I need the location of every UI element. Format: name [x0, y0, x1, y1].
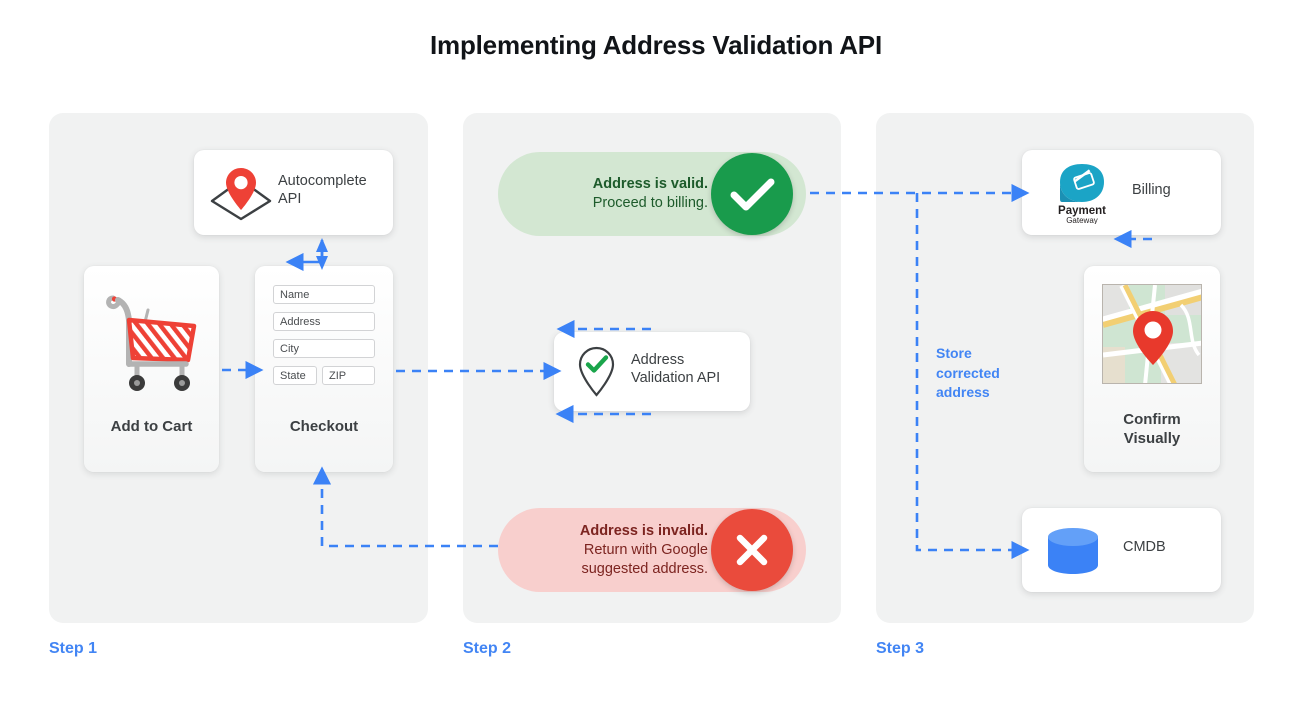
add-to-cart-caption: Add to Cart — [110, 418, 193, 435]
shopping-cart-icon — [104, 286, 200, 396]
billing-card[interactable]: Payment Gateway Billing — [1022, 150, 1221, 235]
autocomplete-api-label: Autocomplete API — [278, 172, 384, 208]
payment-gateway-wordmark-line1: Payment — [1058, 205, 1106, 217]
map-thumbnail-icon — [1102, 284, 1202, 384]
payment-gateway-wordmark-line2: Gateway — [1066, 216, 1098, 224]
database-icon — [1042, 526, 1108, 576]
check-icon — [730, 178, 775, 211]
payment-gateway-icon: Payment Gateway — [1040, 162, 1124, 225]
close-icon — [736, 534, 768, 566]
invalid-close-badge — [711, 509, 793, 591]
step-2-label: Step 2 — [463, 640, 512, 657]
address-valid-detail: Proceed to billing. — [592, 195, 708, 211]
address-validation-api-card[interactable]: Address Validation API — [554, 332, 750, 411]
store-note-line1: Store — [936, 345, 972, 361]
confirm-visually-card[interactable]: Confirm Visually — [1084, 266, 1220, 472]
address-valid-text: Address is valid. Proceed to billing. — [516, 175, 708, 213]
address-validation-api-label-line2: Validation API — [631, 370, 721, 386]
autocomplete-api-label-line1: Autocomplete — [278, 173, 367, 189]
zip-field[interactable]: ZIP — [322, 366, 375, 385]
address-valid-headline: Address is valid. — [592, 176, 708, 192]
step-1-label: Step 1 — [49, 640, 98, 657]
confirm-visually-caption-line1: Confirm — [1123, 411, 1181, 428]
city-field[interactable]: City — [273, 339, 375, 358]
store-note-line3: address — [936, 384, 990, 400]
cmdb-label: CMDB — [1123, 539, 1166, 555]
valid-check-badge — [711, 153, 793, 235]
map-pin-diamond-icon — [208, 164, 274, 222]
address-invalid-headline: Address is invalid. — [579, 523, 708, 539]
address-validation-api-label: Address Validation API — [631, 351, 743, 387]
store-note-line2: corrected — [936, 364, 1000, 381]
state-field[interactable]: State — [273, 366, 317, 385]
checkout-card[interactable]: Name Address City State ZIP Checkout — [255, 266, 393, 472]
address-field[interactable]: Address — [273, 312, 375, 331]
confirm-visually-caption: Confirm Visually — [1084, 410, 1220, 448]
billing-label: Billing — [1132, 182, 1171, 198]
pin-check-icon — [569, 344, 624, 399]
autocomplete-api-card[interactable]: Autocomplete API — [194, 150, 393, 235]
address-invalid-text: Address is invalid. Return with Google s… — [516, 522, 708, 579]
address-validation-api-label-line1: Address — [631, 352, 685, 368]
store-corrected-address-note: Store corrected address — [936, 344, 1046, 403]
step-3-label: Step 3 — [876, 640, 925, 657]
add-to-cart-card[interactable]: Add to Cart — [84, 266, 219, 472]
cmdb-card[interactable]: CMDB — [1022, 508, 1221, 592]
page-title: Implementing Address Validation API — [430, 30, 882, 60]
address-invalid-detail-line2: suggested address. — [581, 561, 708, 577]
name-field[interactable]: Name — [273, 285, 375, 304]
autocomplete-api-label-line2: API — [278, 191, 302, 207]
checkout-caption: Checkout — [289, 418, 359, 435]
address-invalid-detail-line1: Return with Google — [583, 542, 708, 558]
confirm-visually-caption-line2: Visually — [1123, 430, 1181, 447]
